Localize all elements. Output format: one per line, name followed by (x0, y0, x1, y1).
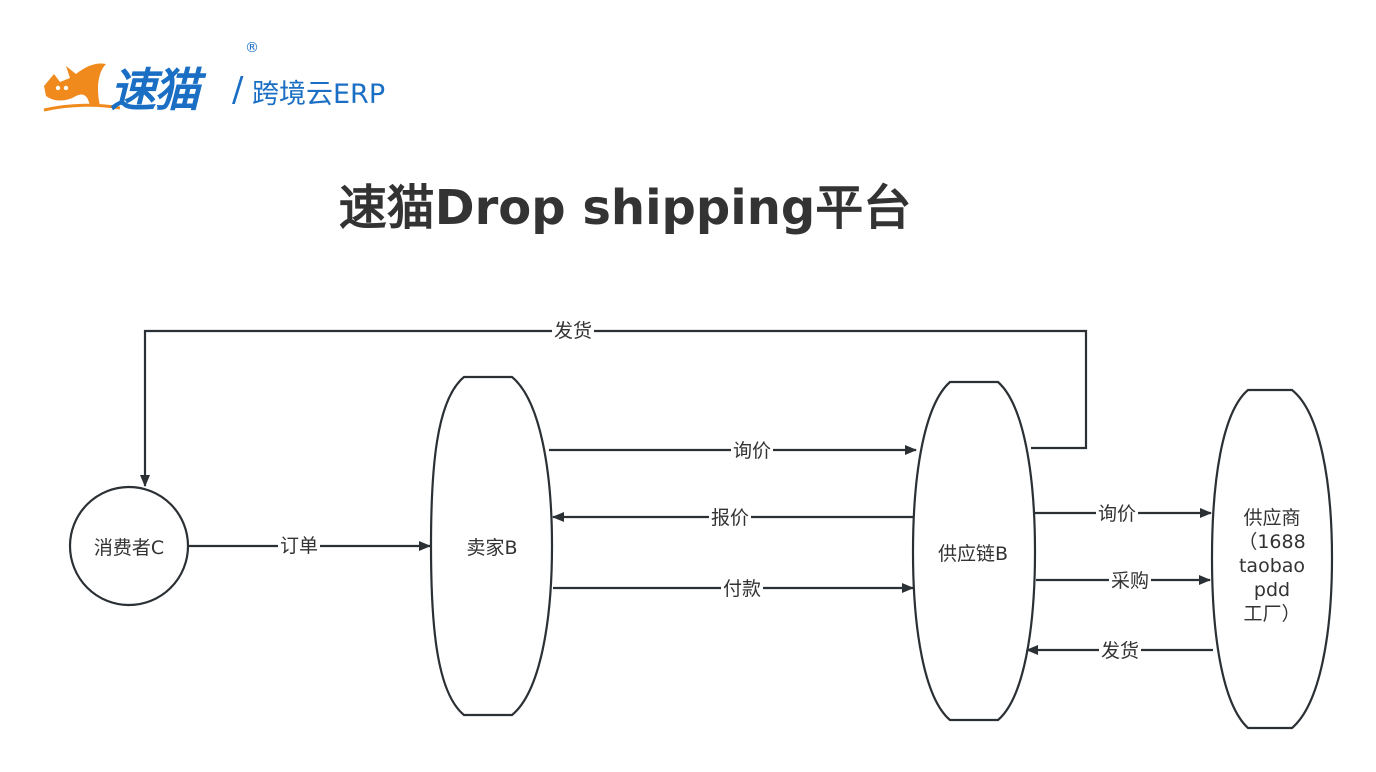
supplier-line-3: taobao (1238, 555, 1306, 577)
edge-label-supplier-inquiry: 询价 (1095, 503, 1139, 525)
logo-subtitle: 跨境云ERP (252, 79, 386, 110)
edge-label-quote: 报价 (708, 507, 752, 529)
node-supplier-shape (1210, 388, 1334, 730)
node-consumer-shape (68, 485, 190, 607)
node-supplier: 供应商 （1688 taobao pdd 工厂） (1238, 506, 1305, 626)
supplier-line-4: pdd (1253, 579, 1291, 601)
supplier-line-2: （1688 (1238, 531, 1306, 553)
logo: 速猫 ® / 跨境云ERP (40, 40, 400, 120)
edge-ship-to-consumer (140, 329, 1088, 487)
page-title: 速猫Drop shipping平台 (338, 180, 912, 236)
edge-label-ship: 发货 (551, 320, 595, 342)
edge-label-payment: 付款 (720, 578, 764, 600)
cat-icon (43, 63, 120, 112)
logo-brand: 速猫 (110, 63, 200, 117)
node-seller: 卖家B (466, 537, 518, 559)
node-supply-chain: 供应链B (937, 543, 1009, 565)
node-consumer: 消费者C (93, 537, 165, 559)
edge-label-supplier-ship: 发货 (1098, 640, 1142, 662)
registered-mark: ® (245, 40, 259, 56)
supplier-line-1: 供应商 (1243, 507, 1301, 529)
logo-slash: / (232, 70, 244, 110)
node-supply-chain-shape (911, 380, 1037, 722)
edge-label-inquiry: 询价 (730, 440, 774, 462)
edge-label-order: 订单 (277, 535, 321, 557)
node-seller-shape (429, 375, 554, 717)
edge-label-purchase: 采购 (1108, 570, 1152, 592)
supplier-line-5: 工厂） (1243, 603, 1301, 625)
